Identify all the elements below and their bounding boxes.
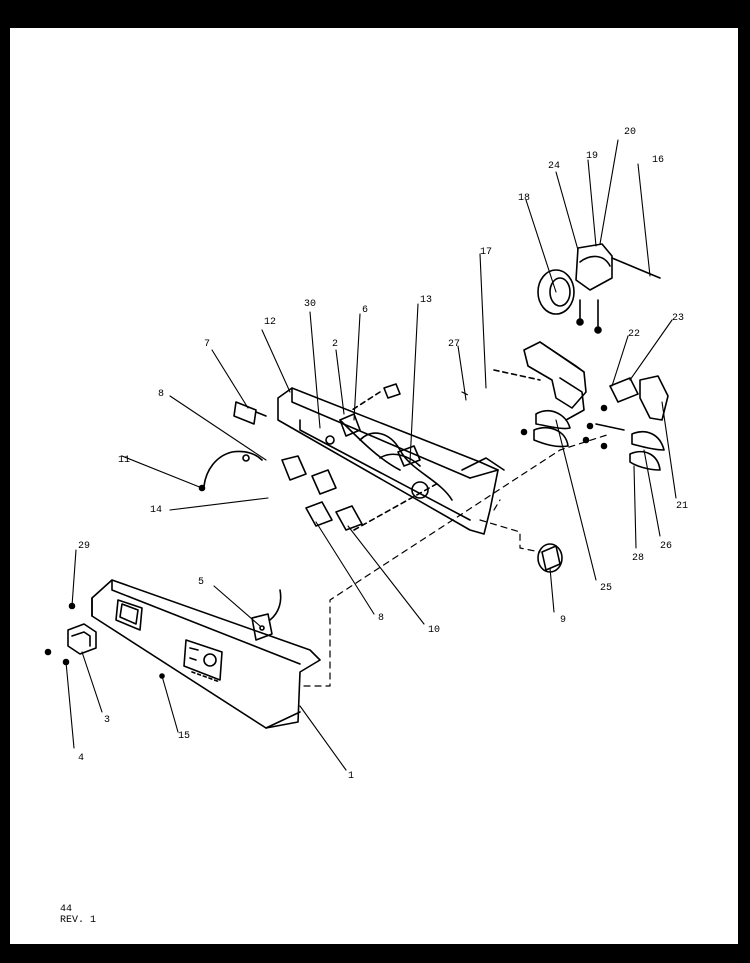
leader-lines [65,139,677,771]
callout-21: 21 [676,501,688,512]
callout-28: 28 [632,553,644,564]
callout-7: 7 [204,339,210,350]
callout-17: 17 [480,247,492,258]
callout-5: 5 [198,577,204,588]
callout-11: 11 [118,455,130,466]
part-5-switch [251,589,282,641]
callout-30: 30 [304,299,316,310]
callout-22: 22 [628,329,640,340]
callout-13: 13 [420,295,432,306]
callout-20: 20 [624,127,636,138]
main-housing [277,387,505,535]
callout-27: 27 [448,339,460,350]
callout-14: 14 [150,505,162,516]
callout-4: 4 [78,753,84,764]
callout-24: 24 [548,161,560,172]
callout-29: 29 [78,541,90,552]
callout-18: 18 [518,193,530,204]
callout-9: 9 [560,615,566,626]
diagram-sheet: 1 2 3 4 5 6 7 8 8 9 10 11 12 13 14 15 16… [10,28,738,944]
callout-1: 1 [348,771,354,782]
callout-labels: 1 2 3 4 5 6 7 8 8 9 10 11 12 13 14 15 16… [78,127,688,782]
housing-components [339,383,421,467]
callout-26: 26 [660,541,672,552]
callout-19: 19 [586,151,598,162]
page-number: 44 [60,904,73,915]
control-panel [91,579,321,729]
callout-10: 10 [428,625,440,636]
connection-lines [303,391,611,687]
switch-bracket [44,602,165,679]
part-11-wire [198,450,263,492]
motor-assembly [537,243,661,334]
callout-15: 15 [178,731,190,742]
callout-16: 16 [652,155,664,166]
solenoid-assembly [520,375,669,471]
revision-label: REV. 1 [60,915,97,926]
callout-8-lower: 8 [378,613,384,624]
callout-25: 25 [600,583,612,594]
dispenser-mechanism [493,341,587,448]
callout-23: 23 [672,313,684,324]
callout-8-upper: 8 [158,389,164,400]
part-7-capacitor [233,401,267,425]
exploded-parts-diagram: 1 2 3 4 5 6 7 8 8 9 10 11 12 13 14 15 16… [44,127,688,782]
switch-parts [281,455,441,531]
callout-2: 2 [332,339,338,350]
callout-3: 3 [104,715,110,726]
callout-6: 6 [362,305,368,316]
callout-12: 12 [264,317,276,328]
